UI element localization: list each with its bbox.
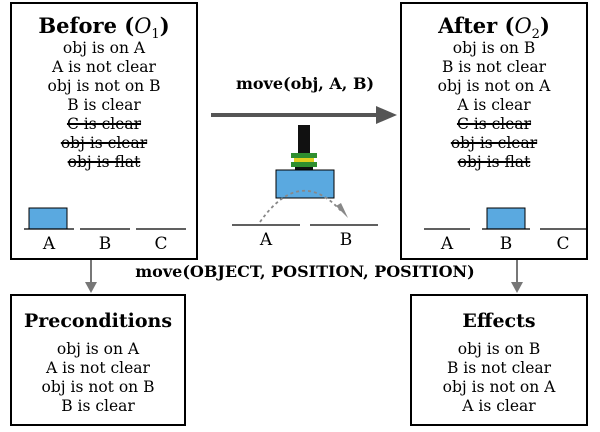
before-title-text: Before xyxy=(38,13,117,38)
fact-item: C is clear xyxy=(66,115,142,133)
fact-item: obj is not on A xyxy=(437,77,551,95)
transition-arrow xyxy=(211,106,397,124)
position-label-b: B xyxy=(500,234,513,254)
fact-item: obj is not on B xyxy=(47,77,161,95)
motion-path-arrow xyxy=(259,189,343,223)
position-label-a: A xyxy=(42,234,56,254)
fact-item: B is clear xyxy=(67,96,141,114)
motion-path-arrowhead xyxy=(336,203,348,218)
fact-item: obj is clear xyxy=(450,134,538,152)
fact-item: A is clear xyxy=(462,397,536,415)
before-observation-label: O1 xyxy=(134,14,160,43)
position-label-a: A xyxy=(440,234,454,254)
fact-item: obj is flat xyxy=(67,153,141,171)
after-title-text: After xyxy=(438,13,498,38)
before-to-preconditions-arrow xyxy=(85,260,97,293)
after-observation-label: O2 xyxy=(514,14,540,43)
fact-item: B is not clear xyxy=(446,359,552,377)
fact-item: A is not clear xyxy=(46,359,150,377)
fact-item: obj is on A xyxy=(62,39,146,57)
fact-item: obj is not on A xyxy=(442,378,556,396)
fact-item: B is clear xyxy=(61,397,135,415)
position-label-b: B xyxy=(99,234,112,254)
preconditions-title: Preconditions xyxy=(23,310,173,332)
fact-item: obj is clear xyxy=(60,134,148,152)
after-to-effects-arrow xyxy=(511,260,523,293)
robot-arm-icon xyxy=(291,125,317,170)
fact-item: A is clear xyxy=(457,96,531,114)
effects-title: Effects xyxy=(462,310,536,332)
fact-item: obj is on A xyxy=(56,340,140,358)
fact-item: C is clear xyxy=(456,115,532,133)
fact-item: obj is on B xyxy=(452,39,536,57)
position-label-c: C xyxy=(556,234,569,254)
fact-item: obj is not on B xyxy=(41,378,155,396)
fact-item: A is not clear xyxy=(52,58,156,76)
action-schema-label: move(OBJECT, POSITION, POSITION) xyxy=(135,262,475,281)
after-scene: A B C xyxy=(424,207,586,254)
before-title: Before (O1) xyxy=(38,13,170,43)
action-call-label: move(obj, A, B) xyxy=(235,74,375,93)
after-title: After (O2) xyxy=(438,13,550,43)
fact-item: obj is flat xyxy=(457,153,531,171)
before-scene: A B C xyxy=(24,207,186,254)
action-position-label-a: A xyxy=(259,230,273,250)
fact-item: B is not clear xyxy=(441,58,547,76)
held-object-block xyxy=(275,169,335,199)
fact-item: obj is on B xyxy=(457,340,541,358)
action-position-label-b: B xyxy=(340,230,353,250)
position-label-c: C xyxy=(154,234,167,254)
